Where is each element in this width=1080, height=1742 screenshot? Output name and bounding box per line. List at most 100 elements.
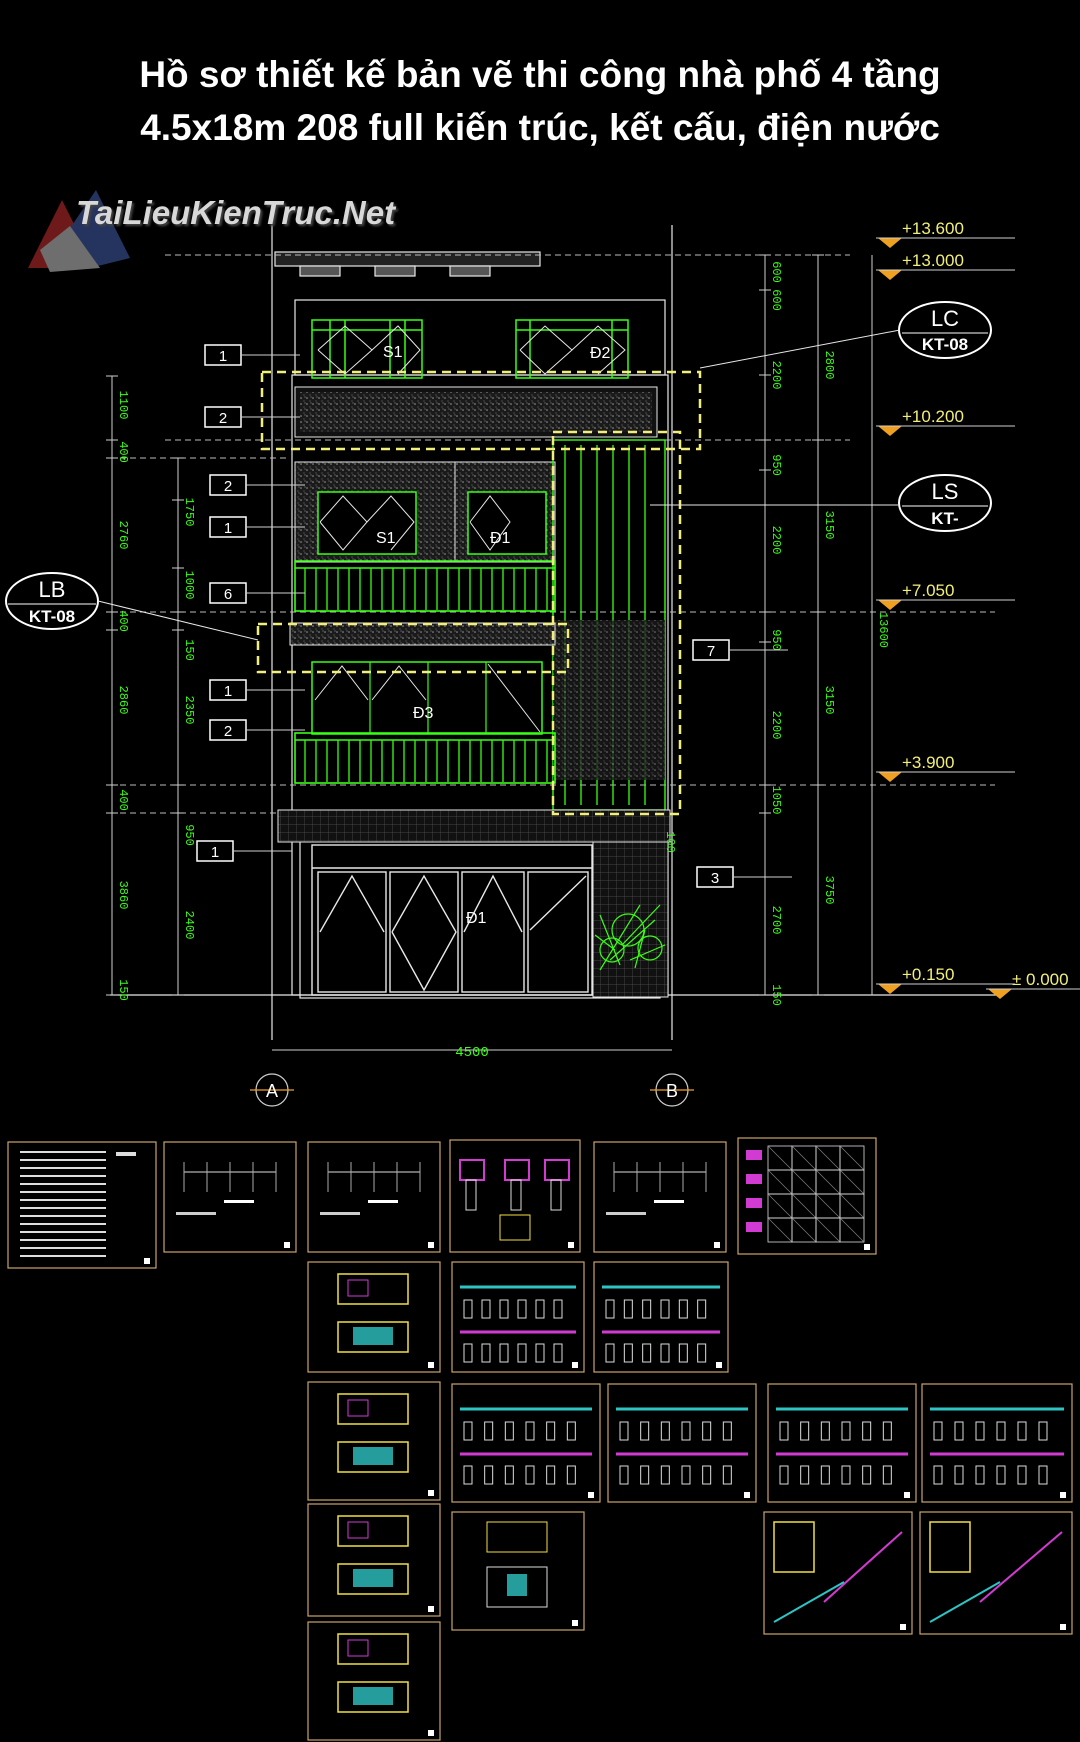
tag-number: 1: [224, 520, 232, 537]
callout-lb: LB KT-08: [5, 572, 259, 641]
drawing-sheet-thumbnail-5: [737, 1137, 877, 1255]
dim-right-inner-1: 600: [769, 289, 783, 311]
window-label-s1b: S1: [376, 530, 396, 547]
dim-right-outer-3: 3750: [822, 876, 836, 905]
elevation-label: +3.900: [902, 753, 954, 772]
dim-small: 100: [663, 831, 677, 853]
elevation-marker-5: +0.150: [876, 965, 1015, 994]
drawing-sheet-thumbnail-13: [921, 1383, 1073, 1503]
dim-left-3: 400: [116, 610, 130, 632]
elevation-marker-6: ± 0.000: [986, 970, 1080, 999]
tag-number: 7: [707, 643, 715, 660]
elevation-marker-1: +13.000: [876, 251, 1015, 280]
tag-box-1: 2: [204, 406, 300, 428]
elevation-marker-triangle: [878, 984, 902, 994]
dim-left-7: 150: [116, 979, 130, 1001]
drawing-sheet-thumbnail-7: [451, 1261, 585, 1373]
callout-ls-bottom: KT-: [931, 509, 958, 528]
page-title: Hồ sơ thiết kế bản vẽ thi công nhà phố 4…: [0, 48, 1080, 154]
callout-ls-top: LS: [932, 479, 959, 504]
drawing-sheet-thumbnail-6: [307, 1261, 441, 1373]
callout-lc: LC KT-08: [699, 301, 992, 369]
callout-lb-top: LB: [39, 577, 66, 602]
drawing-sheet-thumbnail-4: [593, 1141, 727, 1253]
dim-right-inner-9: 150: [769, 984, 783, 1006]
door-label-d2: Đ2: [590, 345, 611, 362]
tag-box-6: 2: [209, 719, 305, 741]
elevation-label: +7.050: [902, 581, 954, 600]
drawing-sheet-thumbnail-16: [763, 1511, 913, 1635]
grid-axis-a: A: [266, 1081, 278, 1101]
drawing-sheet-thumbnail-12: [767, 1383, 917, 1503]
dim-left-6: 3860: [116, 881, 130, 910]
tag-box-3: 1: [209, 516, 305, 538]
dim-left-1: 400: [116, 441, 130, 463]
drawing-sheet-thumbnail-9: [307, 1381, 441, 1501]
elevation-marker-4: +3.900: [876, 753, 1015, 782]
callout-lc-top: LC: [931, 306, 959, 331]
callout-lc-bottom: KT-08: [922, 335, 968, 354]
tag-number: 2: [219, 410, 227, 427]
drawing-sheet-thumbnail-10: [451, 1383, 601, 1503]
elevation-label: +13.600: [902, 219, 964, 238]
tag-number: 1: [219, 348, 227, 365]
tag-number: 1: [224, 683, 232, 700]
dim-bottom: 4500: [455, 1045, 489, 1061]
elevation-marker-0: +13.600: [876, 219, 1015, 248]
tag-number: 1: [211, 844, 219, 861]
dim-left-inner-1: 1000: [182, 571, 196, 600]
elevation-marker-triangle: [988, 989, 1012, 999]
tag-box-5: 1: [209, 679, 305, 701]
tag-box-4: 6: [209, 582, 305, 604]
callout-lb-bottom: KT-08: [29, 607, 75, 626]
plant-icon: [594, 904, 666, 971]
drawing-sheet-thumbnail-14: [307, 1503, 441, 1617]
dim-left-5: 400: [116, 789, 130, 811]
dim-right-outer-0: 2800: [822, 351, 836, 380]
elevation-marker-triangle: [878, 426, 902, 436]
dim-right-inner-7: 1050: [769, 786, 783, 815]
dim-right-inner-3: 950: [769, 454, 783, 476]
tag-box-7: 1: [196, 840, 292, 862]
dim-left-inner-0: 1750: [182, 498, 196, 527]
dim-left-inner-5: 2400: [182, 911, 196, 940]
dim-right-inner-4: 2200: [769, 526, 783, 555]
dim-right-outer-1: 3150: [822, 511, 836, 540]
tag-box-0: 1: [204, 344, 300, 366]
callout-ls: LS KT-: [650, 474, 992, 532]
elevation-marker-triangle: [878, 270, 902, 280]
watermark-logo-text: TaiLieuKienTruc.Net: [76, 194, 396, 231]
dim-left-inner-3: 2350: [182, 696, 196, 725]
dim-left-inner-4: 950: [182, 824, 196, 846]
door-label-d3: Đ3: [413, 705, 434, 722]
elevation-marker-triangle: [878, 238, 902, 248]
dim-left-inner-2: 150: [182, 639, 196, 661]
dim-right-inner-8: 2700: [769, 906, 783, 935]
tag-box-2: 2: [209, 474, 305, 496]
elevation-label: +13.000: [902, 251, 964, 270]
drawing-sheet-thumbnail-2: [307, 1141, 441, 1253]
dim-right-inner-5: 950: [769, 629, 783, 651]
door-label-d1: Đ1: [490, 530, 511, 547]
elevation-label: +0.150: [902, 965, 954, 984]
elevation-label: ± 0.000: [1012, 970, 1069, 989]
dim-left-0: 1100: [116, 391, 130, 420]
title-line-1: Hồ sơ thiết kế bản vẽ thi công nhà phố 4…: [139, 54, 941, 95]
window-label-s1: S1: [383, 344, 403, 361]
drawing-sheet-thumbnail-18: [307, 1621, 441, 1741]
dim-right-inner-2: 2200: [769, 361, 783, 390]
door-label-d1b: Đ1: [466, 910, 487, 927]
tag-box-8: 7: [692, 639, 788, 661]
drawing-sheet-thumbnail-8: [593, 1261, 729, 1373]
tag-number: 3: [711, 870, 719, 887]
tag-number: 2: [224, 478, 232, 495]
tag-number: 6: [224, 586, 232, 603]
elevation-label: +10.200: [902, 407, 964, 426]
title-line-2: 4.5x18m 208 full kiến trúc, kết cấu, điệ…: [140, 107, 940, 148]
elevation-marker-3: +7.050: [876, 581, 1015, 610]
dim-left-2: 2760: [116, 521, 130, 550]
elevation-marker-triangle: [878, 600, 902, 610]
dim-right-outer-2: 3150: [822, 686, 836, 715]
elevation-marker-2: +10.200: [876, 407, 1015, 436]
